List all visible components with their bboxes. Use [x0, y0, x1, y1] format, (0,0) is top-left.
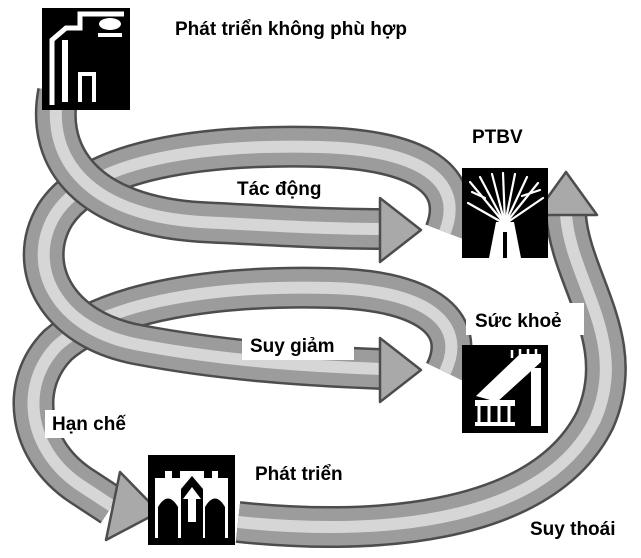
label-health: Sức khoẻ: [475, 311, 562, 332]
arrow-impact-head: [378, 196, 423, 264]
hospital-bed-icon-legs: [477, 406, 511, 424]
factory-icon: [42, 8, 130, 110]
arrow-limit: [33, 288, 451, 542]
building-arches-icon-left-arch: [158, 498, 178, 538]
label-sustainable-development: PTBV: [472, 127, 523, 148]
decline-label-background: [242, 331, 354, 360]
factory-icon-smoke: [99, 18, 121, 30]
label-unsuitable-development: Phát triển không phù hợp: [175, 19, 407, 40]
arrow-decline: [44, 147, 450, 404]
arrow-impact: [56, 92, 423, 264]
factory-icon-outline: [49, 11, 124, 105]
label-impact: Tác động: [237, 179, 321, 200]
building-arches-icon-up-arrow: [183, 487, 201, 522]
label-limit: Hạn chế: [52, 414, 126, 435]
hospital-bed-icon-rail: [510, 349, 538, 358]
factory-icon-roof: [98, 33, 122, 37]
label-development: Phát triển: [255, 464, 343, 485]
health-label-background: [466, 303, 584, 335]
factory-icon-building: [78, 72, 96, 102]
label-degradation: Suy thoái: [530, 519, 616, 540]
limit-label-background: [45, 410, 157, 438]
hospital-bed-icon-ramp: [476, 354, 541, 402]
arrow-decline-head: [378, 336, 423, 404]
tree-icon-branches: [466, 171, 545, 226]
building-arches-icon: [148, 455, 235, 545]
building-arches-icon-crenellation: [155, 471, 228, 478]
hospital-bed-icon-post: [531, 368, 541, 426]
label-decline: Suy giảm: [250, 336, 334, 357]
factory-icon-chimney: [62, 40, 68, 102]
hospital-bed-icon: [462, 345, 548, 433]
arrow-degradation: [238, 170, 606, 527]
tree-icon: [462, 168, 548, 258]
hospital-bed-icon-base: [475, 422, 515, 426]
arrow-limit-head: [104, 470, 161, 542]
arrow-degradation-head: [533, 170, 599, 217]
hospital-bed-icon-mattress: [475, 400, 515, 406]
building-arches-icon-right-arch: [205, 498, 225, 538]
